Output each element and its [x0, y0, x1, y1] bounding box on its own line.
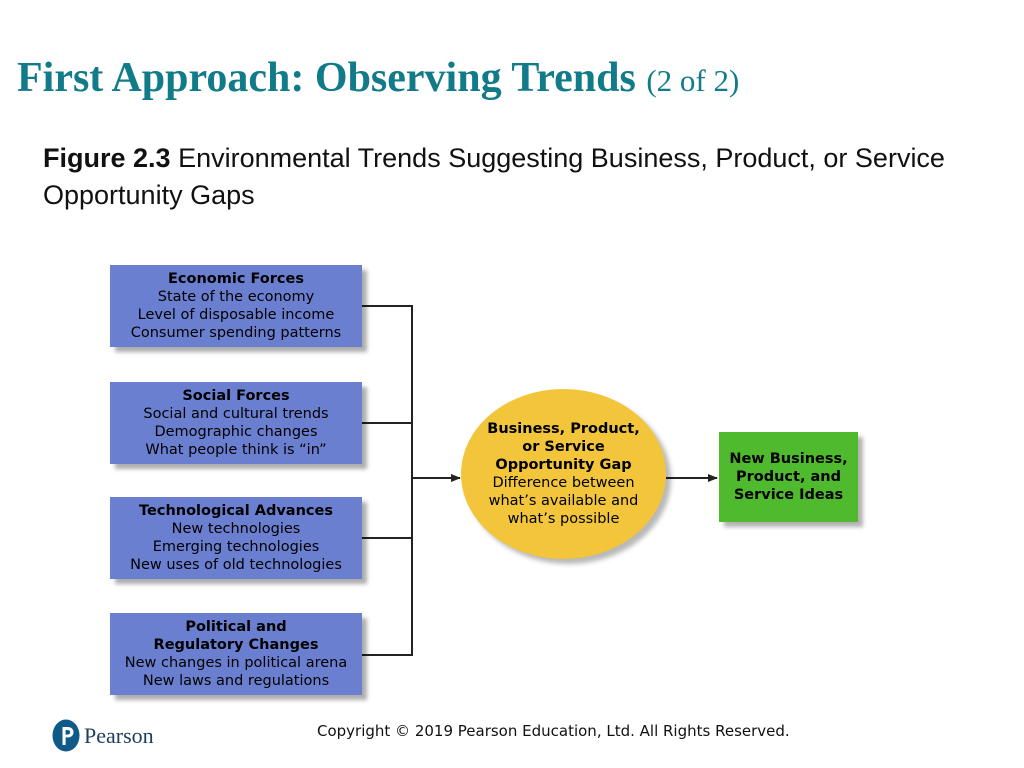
- economic-forces-item: Level of disposable income: [137, 307, 335, 323]
- technological-advances-box: Technological Advances New technologies …: [110, 497, 362, 579]
- social-forces-item: Social and cultural trends: [143, 406, 329, 422]
- political-regulatory-heading-line2: Regulatory Changes: [153, 637, 319, 653]
- technological-advances-item: New uses of old technologies: [130, 557, 342, 573]
- social-forces-item: What people think is “in”: [145, 442, 327, 458]
- pearson-logo-icon: [52, 719, 80, 752]
- figure-caption: Figure 2.3 Environmental Trends Suggesti…: [43, 140, 973, 214]
- technological-advances-item: New technologies: [171, 521, 301, 537]
- new-ideas-box: New Business, Product, and Service Ideas: [719, 432, 858, 522]
- opportunity-gap-heading-line2: or Service: [522, 439, 605, 455]
- opportunity-gap-ellipse: Business, Product, or Service Opportunit…: [461, 389, 666, 559]
- opportunity-gap-body-line2: what’s available and: [488, 493, 639, 509]
- figure-caption-text: Environmental Trends Suggesting Business…: [43, 143, 945, 210]
- economic-forces-item: State of the economy: [157, 289, 315, 305]
- political-regulatory-item: New laws and regulations: [142, 673, 330, 689]
- opportunity-gap-heading: Business, Product,: [487, 421, 640, 437]
- political-regulatory-box: Political and Regulatory Changes New cha…: [110, 613, 362, 695]
- social-forces-heading: Social Forces: [182, 388, 290, 404]
- opportunity-gap-body: Difference between: [492, 475, 635, 491]
- technological-advances-item: Emerging technologies: [152, 539, 320, 555]
- figure-label: Figure 2.3: [43, 143, 171, 173]
- political-regulatory-item: New changes in political arena: [124, 655, 348, 671]
- slide-title-suffix: (2 of 2): [646, 63, 740, 98]
- technological-advances-heading: Technological Advances: [139, 503, 333, 519]
- social-forces-box: Social Forces Social and cultural trends…: [110, 382, 362, 464]
- economic-forces-heading: Economic Forces: [168, 271, 304, 287]
- economic-forces-item: Consumer spending patterns: [130, 325, 342, 341]
- opportunity-gap-body-line3: what’s possible: [507, 511, 620, 527]
- political-regulatory-heading: Political and: [185, 619, 287, 635]
- slide-title-main: First Approach: Observing Trends: [17, 55, 636, 101]
- social-forces-item: Demographic changes: [154, 424, 318, 440]
- copyright-notice: Copyright © 2019 Pearson Education, Ltd.…: [317, 722, 790, 740]
- economic-forces-box: Economic Forces State of the economy Lev…: [110, 265, 362, 347]
- opportunity-gap-heading-line3: Opportunity Gap: [495, 457, 632, 473]
- pearson-brand: Pearson: [84, 723, 154, 748]
- slide-title: First Approach: Observing Trends (2 of 2…: [17, 54, 739, 102]
